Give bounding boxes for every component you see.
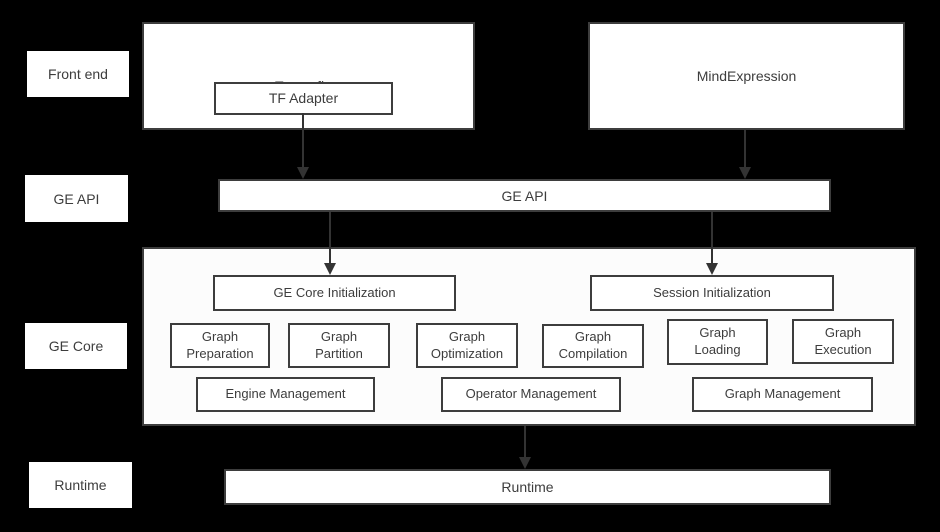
arrow-shaft: [329, 212, 331, 263]
graph-loading-box: Graph Loading: [667, 319, 768, 365]
row-label-runtime: Runtime: [29, 462, 132, 508]
row-label-ge-api: GE API: [25, 175, 128, 222]
engine-management-box: Engine Management: [196, 377, 375, 412]
session-initialization-box: Session Initialization: [590, 275, 834, 311]
arrow-head-icon: [519, 457, 531, 469]
row-label-front-end: Front end: [27, 51, 129, 97]
graph-management-box: Graph Management: [692, 377, 873, 412]
arrow-ge-api-to-session-init: [706, 212, 718, 275]
arrow-tf-adapter-to-ge-api: [297, 113, 309, 179]
arrow-head-icon: [297, 167, 309, 179]
arrow-head-icon: [706, 263, 718, 275]
tf-adapter-box: TF Adapter: [214, 82, 393, 115]
arrow-head-icon: [324, 263, 336, 275]
arrow-mindexpression-to-ge-api: [739, 130, 751, 179]
arrow-shaft: [744, 130, 746, 167]
graph-optimization-box: Graph Optimization: [416, 323, 518, 368]
graph-execution-box: Graph Execution: [792, 319, 894, 364]
operator-management-box: Operator Management: [441, 377, 621, 412]
ge-core-initialization-box: GE Core Initialization: [213, 275, 456, 311]
ge-core-container: GE Core Initialization Session Initializ…: [142, 247, 916, 426]
row-label-ge-core: GE Core: [25, 323, 127, 369]
arrow-shaft: [524, 426, 526, 457]
graph-preparation-box: Graph Preparation: [170, 323, 270, 368]
mindexpression-box: MindExpression: [588, 22, 905, 130]
arrow-shaft: [711, 212, 713, 263]
ge-api-bar: GE API: [218, 179, 831, 212]
tensorflow-box: Tensorflow TF Adapter: [142, 22, 475, 130]
arrow-ge-core-to-runtime: [519, 426, 531, 469]
graph-compilation-box: Graph Compilation: [542, 324, 644, 368]
runtime-bar: Runtime: [224, 469, 831, 505]
arrow-shaft: [302, 113, 304, 167]
arrow-ge-api-to-ge-core-init: [324, 212, 336, 275]
graph-partition-box: Graph Partition: [288, 323, 390, 368]
arrow-head-icon: [739, 167, 751, 179]
